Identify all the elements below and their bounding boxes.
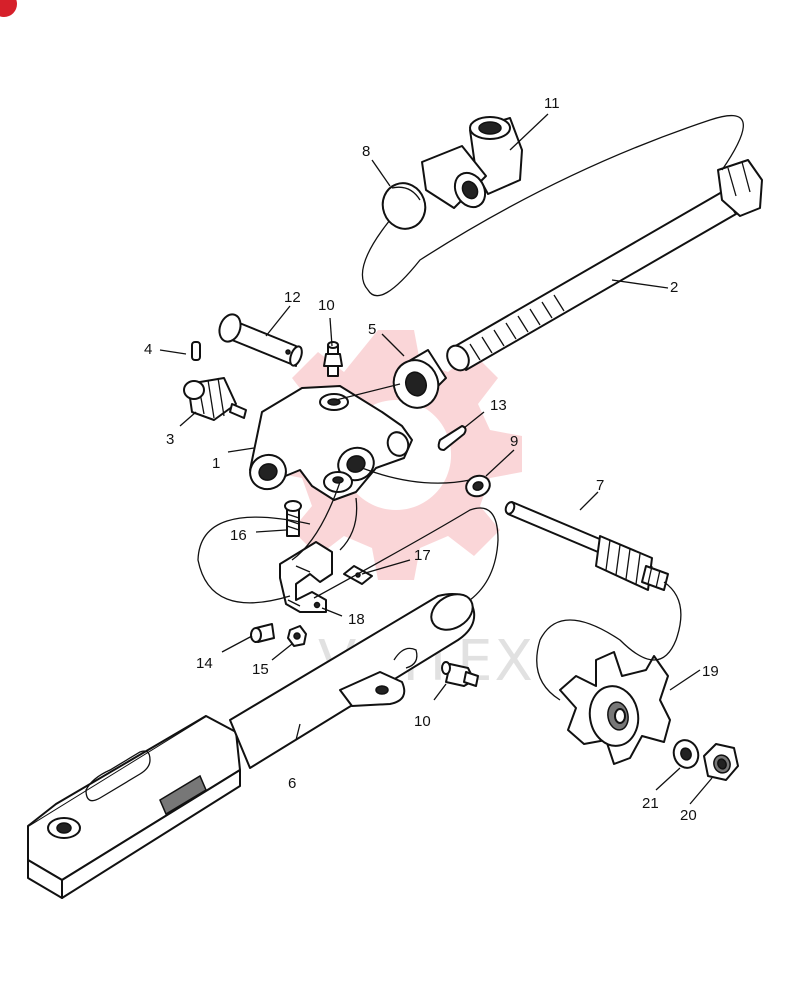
callout-7: 7 <box>596 477 604 494</box>
callout-13: 13 <box>490 397 507 414</box>
part-6-tube-assembly[interactable] <box>27 587 479 899</box>
callout-2: 2 <box>670 279 678 296</box>
callout-5: 5 <box>368 321 376 338</box>
callout-4: 4 <box>144 341 152 358</box>
callout-9: 9 <box>510 433 518 450</box>
callout-11: 11 <box>544 95 560 112</box>
callout-1: 1 <box>212 455 220 472</box>
part-2-threaded-rod[interactable] <box>361 115 763 375</box>
callout-8: 8 <box>362 143 370 160</box>
callout-leaders <box>159 113 713 805</box>
part-8-cap[interactable] <box>376 177 431 235</box>
callout-labels: 1 2 3 4 5 6 7 8 9 10 10 11 12 13 14 15 1… <box>144 95 719 824</box>
callout-21: 21 <box>642 795 659 812</box>
callout-14: 14 <box>196 655 213 672</box>
part-20-hex-nut[interactable] <box>703 743 739 781</box>
callout-12: 12 <box>284 289 301 306</box>
part-12-clevis-pin[interactable] <box>216 311 304 367</box>
part-4-pin[interactable] <box>191 341 201 361</box>
part-7-splined-shaft[interactable] <box>504 501 669 591</box>
part-10-grease-fitting-top[interactable] <box>323 341 343 377</box>
corner-badge <box>0 0 17 17</box>
callout-20: 20 <box>680 807 697 824</box>
part-1-yoke-housing[interactable] <box>245 385 413 501</box>
callout-17: 17 <box>414 547 431 564</box>
assembly-guide-lines <box>197 383 682 701</box>
part-10-grease-fitting-bottom[interactable] <box>441 661 479 687</box>
callout-6: 6 <box>288 775 296 792</box>
part-13-cotter-pin[interactable] <box>437 425 467 451</box>
part-16-bolt[interactable] <box>284 500 302 537</box>
callout-10-bottom: 10 <box>414 713 431 730</box>
part-15-nut[interactable] <box>287 625 307 647</box>
part-14-pin[interactable] <box>250 623 275 643</box>
callout-19: 19 <box>702 663 719 680</box>
part-5-bushing[interactable] <box>387 349 447 414</box>
part-11-elbow-fitting[interactable] <box>421 116 523 213</box>
part-18-bracket[interactable] <box>279 541 333 613</box>
callout-18: 18 <box>348 611 365 628</box>
callout-15: 15 <box>252 661 269 678</box>
callout-3: 3 <box>166 431 174 448</box>
callout-10-top: 10 <box>318 297 335 314</box>
part-9-washer[interactable] <box>463 472 492 499</box>
part-21-washer[interactable] <box>670 737 702 772</box>
part-3-knurled-nut[interactable] <box>183 377 247 421</box>
callout-16: 16 <box>230 527 247 544</box>
part-19-sprocket[interactable] <box>559 651 671 765</box>
